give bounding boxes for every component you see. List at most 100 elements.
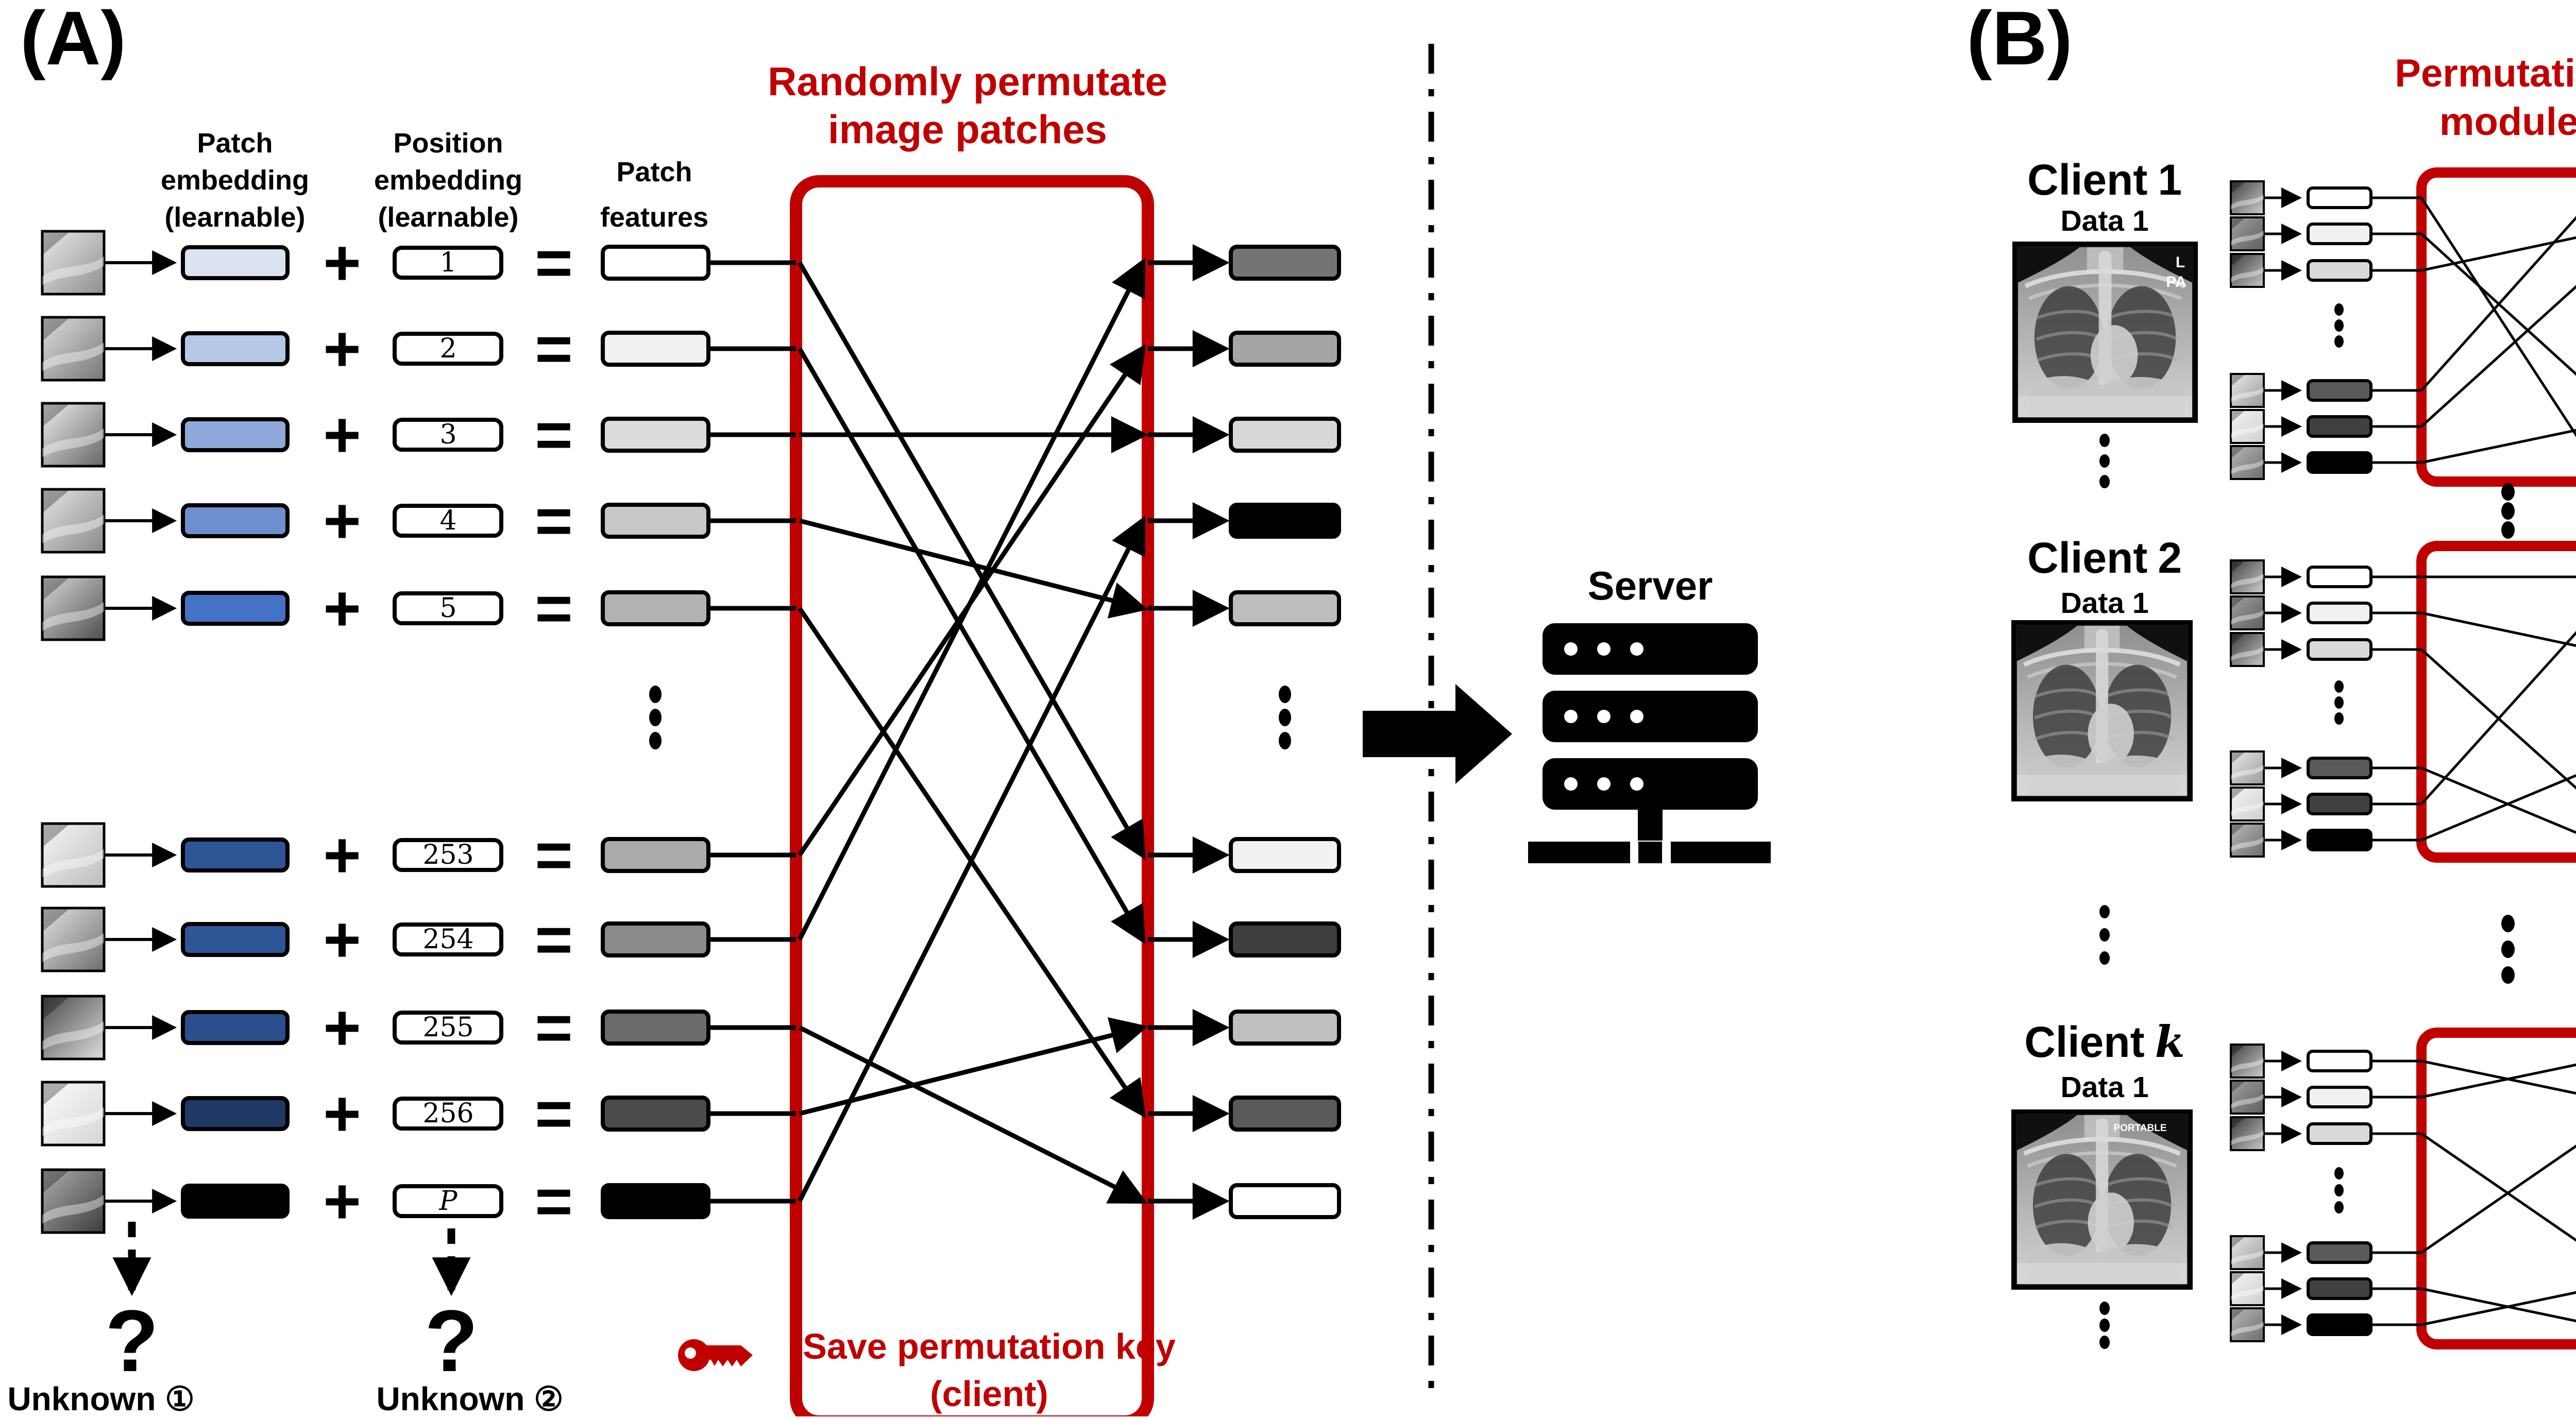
xray-patch-image <box>2230 750 2265 785</box>
vertical-ellipsis-icon <box>2099 475 2110 488</box>
vertical-ellipsis-icon <box>2334 335 2344 348</box>
permutation-module-box <box>2416 167 2576 487</box>
client-name-prefix: Client <box>2024 1018 2144 1066</box>
token-box <box>2307 1086 2372 1108</box>
xray-orientation-mark: PA <box>2166 273 2186 290</box>
xray-patch-thumbnail <box>2230 445 2265 480</box>
permutation-crossing-arrow <box>798 347 1146 945</box>
dark-corner <box>2231 374 2246 387</box>
xray-patch-thumbnail <box>2230 1307 2265 1342</box>
server-bar <box>1543 623 1758 675</box>
xray-patch-thumbnail <box>41 1081 106 1147</box>
vertical-ellipsis-icon <box>2099 1319 2110 1332</box>
column-header: embedding <box>161 165 309 196</box>
dark-corner <box>2231 1117 2246 1130</box>
xray-patch-image <box>41 402 106 468</box>
to-server-arrow-icon <box>1363 684 1512 784</box>
module-crossing-line <box>2421 774 2576 842</box>
position-number: 5 <box>439 593 456 624</box>
vertical-ellipsis-icon <box>1279 709 1291 726</box>
xray-patch-image <box>41 575 106 641</box>
column-header: Patch <box>197 128 273 159</box>
permutation-crossing-arrow <box>797 258 1145 941</box>
bone-highlight <box>2231 1093 2264 1109</box>
chest-xray-picture <box>2013 1112 2191 1288</box>
dark-corner <box>2231 217 2246 230</box>
vertical-ellipsis-icon <box>2099 434 2110 447</box>
vertical-ellipsis-icon <box>2099 454 2110 468</box>
module-crossing-line <box>2421 429 2576 464</box>
patch-embedding-box <box>181 245 290 280</box>
column-header: Position <box>394 128 503 159</box>
key-bow-hole <box>685 1347 696 1359</box>
plus-sign: + <box>323 819 361 892</box>
xray-patch-thumbnail <box>2230 750 2265 785</box>
module-crossing-line <box>2421 236 2576 272</box>
dark-corner <box>42 403 70 428</box>
chest-xray-image: PORTABLE <box>2011 1109 2193 1290</box>
bone-highlight <box>42 602 104 631</box>
permutation-red-box <box>790 175 1154 1419</box>
patch-feature-box <box>601 331 710 367</box>
column-header: features <box>600 202 708 233</box>
patch-feature-box <box>601 503 710 539</box>
patch-embedding-box <box>181 503 290 538</box>
xray-patch-image <box>41 822 106 888</box>
vertical-ellipsis-icon <box>2334 696 2344 709</box>
permuted-feature-box <box>1229 590 1341 626</box>
bone-highlight <box>42 1194 104 1224</box>
bone-highlight <box>42 514 104 543</box>
plus-sign: + <box>323 227 361 299</box>
xray-patch-image <box>2230 632 2265 667</box>
client-data-label: Data 1 <box>2060 204 2148 237</box>
equals-sign: = <box>535 227 573 299</box>
save-key-caption: (client) <box>930 1374 1048 1414</box>
xray-patch-thumbnail <box>41 402 106 468</box>
xray-patch-thumbnail <box>2230 216 2265 251</box>
question-mark: ? <box>105 1292 159 1390</box>
module-crossing-line <box>2420 631 2576 805</box>
plus-sign: + <box>323 1165 361 1238</box>
server-led-dot <box>1564 710 1578 723</box>
dark-corner <box>2231 788 2246 800</box>
xray-orientation-mark: PORTABLE <box>2113 1123 2166 1134</box>
patch-feature-box <box>601 921 710 958</box>
token-box <box>2307 451 2372 474</box>
vertical-ellipsis-icon <box>2334 680 2344 693</box>
plus-sign: + <box>323 313 361 385</box>
xray-patch-thumbnail <box>41 822 106 888</box>
token-box <box>2307 638 2372 661</box>
dark-corner <box>2231 1045 2246 1057</box>
vertical-ellipsis-icon <box>2099 928 2110 942</box>
patch-feature-box <box>601 590 710 626</box>
server-led-dot <box>1630 642 1643 656</box>
bone-highlight <box>2231 1057 2264 1073</box>
vertical-ellipsis-icon <box>2334 1184 2344 1196</box>
bone-highlight <box>42 428 104 457</box>
permutation-crossing-arrow <box>799 518 1148 619</box>
xray-patch-image <box>2230 216 2265 251</box>
permuted-feature-box <box>1229 1096 1341 1132</box>
token-box <box>2307 1313 2372 1336</box>
xray-patch-image <box>2230 1044 2265 1079</box>
server-bar <box>1543 691 1758 742</box>
module-crossing-line <box>2420 197 2576 437</box>
xray-border <box>2011 1109 2193 1290</box>
xray-patch-thumbnail <box>41 1168 106 1234</box>
xray-patch-thumbnail <box>2230 409 2265 444</box>
panel-b-red-title: module <box>2439 100 2576 144</box>
position-embedding-box <box>393 504 503 538</box>
column-header: (learnable) <box>378 202 518 233</box>
bone-highlight <box>2231 267 2264 283</box>
position-embedding-box <box>393 418 503 452</box>
patch-embedding-box <box>181 591 290 626</box>
patch-embedding-box <box>181 1010 290 1045</box>
token-box <box>2307 1241 2372 1264</box>
dark-corner <box>2231 824 2246 836</box>
xray-patch-thumbnail <box>2230 1116 2265 1151</box>
module-crossing-line <box>2420 1144 2576 1254</box>
vertical-ellipsis-icon <box>649 686 662 703</box>
token-box <box>2307 415 2372 438</box>
